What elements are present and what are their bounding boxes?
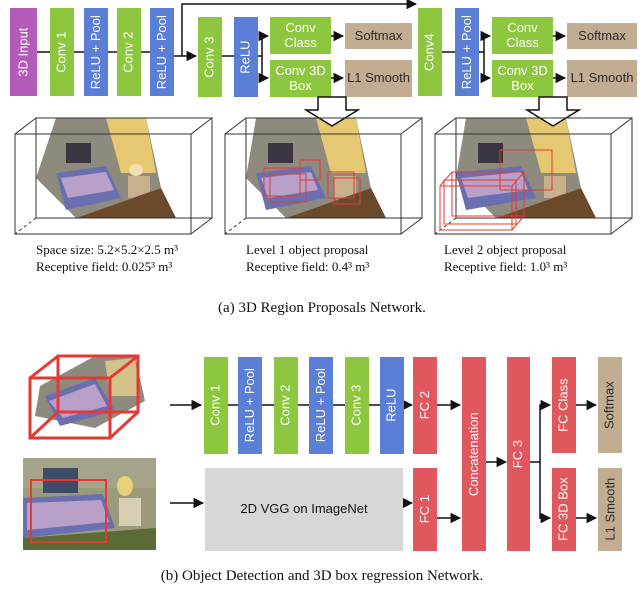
rpn-l1smooth-l2-label: L1 Smooth <box>570 70 634 86</box>
det-relu-label: ReLU <box>383 388 399 423</box>
det-conv1-label: Conv 1 <box>207 384 223 427</box>
det-fc-class-label: FC Class <box>555 378 571 432</box>
rpn-conv-box-l1-block: Conv 3D Box <box>270 60 331 97</box>
det-fc2-block: FC 2 <box>413 357 437 454</box>
rpn-down-arrow-2 <box>524 96 582 127</box>
det-softmax-block: Softmax <box>598 357 622 453</box>
rpn-proposals-level2 <box>439 149 553 231</box>
rpn-conv-box-l1-label: Conv 3D Box <box>275 63 326 93</box>
rpn-connectors <box>37 0 567 84</box>
det-concatenation-block: Concatenation <box>462 357 486 551</box>
rpn-relupool1-block: ReLU + Pool <box>84 8 108 96</box>
det-l1smooth-block: L1 Smooth <box>598 468 622 551</box>
caption-level2-proposal: Level 2 object proposal <box>444 242 567 257</box>
scene-input-graphic <box>36 118 176 218</box>
rpn-conv1-block: Conv 1 <box>50 8 74 96</box>
subfigure-b-title: (b) Object Detection and 3D box regressi… <box>160 568 484 584</box>
rpn-wire-box-1 <box>14 117 213 235</box>
det-fc-class-block: FC Class <box>552 357 576 453</box>
det-fc-3dbox-label: FC 3D Box <box>555 477 571 542</box>
rpn-softmax-l1-label: Softmax <box>354 27 403 43</box>
det-red-3d-box <box>28 354 140 440</box>
rpn-conv-class-l2-block: Conv Class <box>492 17 553 54</box>
det-l1smooth-label: L1 Smooth <box>601 478 617 541</box>
rpn-conv3-block: Conv 3 <box>198 17 222 97</box>
det-relu-block: ReLU <box>380 357 404 454</box>
rpn-proposals-level1 <box>263 159 361 205</box>
caption-receptive-field-input: Receptive field: 0.025³ m³ <box>36 259 173 274</box>
rpn-conv-box-l2-label: Conv 3D Box <box>497 63 548 93</box>
rpn-scene-input <box>36 118 196 218</box>
det-fc-3dbox-block: FC 3D Box <box>552 468 576 551</box>
rpn-wire-box-3 <box>434 117 633 235</box>
det-red-2d-box <box>30 479 107 543</box>
det-conv1-block: Conv 1 <box>204 357 228 454</box>
det-softmax-label: Softmax <box>601 381 617 429</box>
rpn-l1smooth-l1-block: L1 Smooth <box>345 60 412 97</box>
det-vgg-label: 2D VGG on ImageNet <box>240 501 368 517</box>
det-fc1-label: FC 1 <box>416 495 432 524</box>
det-fc2-label: FC 2 <box>416 391 432 420</box>
det-vgg-block: 2D VGG on ImageNet <box>205 468 403 551</box>
rpn-down-arrow-1 <box>303 96 361 127</box>
rpn-l1smooth-l1-label: L1 Smooth <box>347 70 410 86</box>
rpn-relupool2-block: ReLU + Pool <box>150 8 174 96</box>
det-conv3-block: Conv 3 <box>345 357 369 454</box>
subfigure-a-title: (a) 3D Region Proposals Network. <box>218 300 426 316</box>
det-conv2-block: Conv 2 <box>274 357 298 454</box>
caption-space-size: Space size: 5.2×5.2×2.5 m³ <box>36 242 179 257</box>
rpn-conv-box-l2-block: Conv 3D Box <box>492 60 553 97</box>
rpn-scene-level1 <box>246 118 406 218</box>
det-relupool2-label: ReLU + Pool <box>312 368 328 443</box>
rpn-conv-class-l1-label: Conv Class <box>284 20 317 50</box>
rpn-l1smooth-l2-block: L1 Smooth <box>567 60 637 97</box>
det-conv2-label: Conv 2 <box>277 384 293 427</box>
caption-receptive-field-level1: Receptive field: 0.4³ m³ <box>246 259 370 274</box>
det-relupool1-label: ReLU + Pool <box>241 368 257 443</box>
det-relupool2-block: ReLU + Pool <box>309 357 333 454</box>
rpn-3d-input-block: 3D Input <box>10 8 37 96</box>
rpn-scene-level2 <box>456 118 616 218</box>
rpn-softmax-l1-block: Softmax <box>345 23 412 49</box>
rpn-softmax-l2-block: Softmax <box>567 23 637 49</box>
rpn-conv4-block: Conv4 <box>418 8 442 96</box>
rpn-softmax-l2-label: Softmax <box>578 27 626 43</box>
rpn-conv2-block: Conv 2 <box>117 8 141 96</box>
rpn-relupool3-block: ReLU + Pool <box>455 8 479 96</box>
rpn-wire-box-2 <box>224 117 423 235</box>
det-conv3-label: Conv 3 <box>348 384 364 427</box>
scene-level1-graphic <box>246 118 386 218</box>
det-relupool1-block: ReLU + Pool <box>238 357 262 454</box>
rpn-conv-class-l1-block: Conv Class <box>270 17 331 54</box>
scene-level2-graphic <box>456 118 596 218</box>
det-concatenation-label: Concatenation <box>465 412 481 496</box>
det-connectors <box>170 399 598 524</box>
det-fc3-block: FC 3 <box>507 357 530 551</box>
rpn-conv-class-l2-label: Conv Class <box>506 20 539 50</box>
det-fc1-block: FC 1 <box>413 468 437 551</box>
det-fc3-label: FC 3 <box>510 439 526 469</box>
caption-receptive-field-level2: Receptive field: 1.0³ m³ <box>444 259 568 274</box>
caption-level1-proposal: Level 1 object proposal <box>246 242 369 257</box>
rpn-relu-block: ReLU <box>234 17 258 97</box>
